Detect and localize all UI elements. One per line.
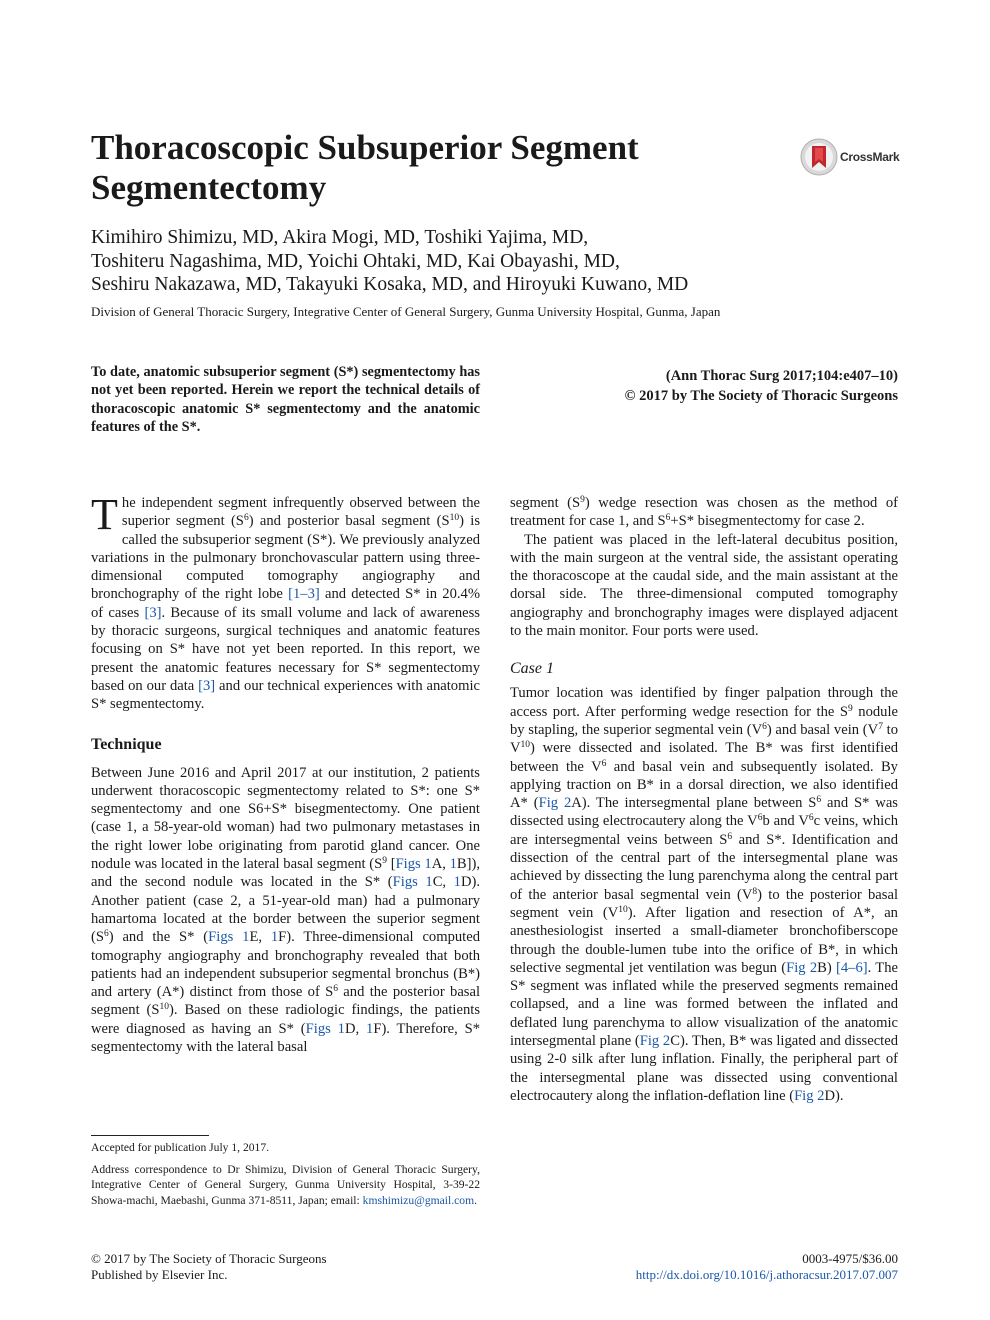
article-title: Thoracoscopic Subsuperior Segment Segmen…: [91, 128, 639, 207]
reference-link[interactable]: [4–6]: [836, 959, 868, 976]
figure-link[interactable]: Figs 1: [392, 874, 433, 891]
correspondence-note: Address correspondence to Dr Shimizu, Di…: [91, 1163, 480, 1207]
footer-publisher: Published by Elsevier Inc.: [91, 1266, 228, 1282]
figure-link[interactable]: 1: [453, 874, 461, 891]
figure-link[interactable]: Figs 1: [305, 1020, 345, 1037]
section-heading-case-1: Case 1: [510, 660, 554, 678]
figure-link[interactable]: Figs 1: [208, 929, 250, 946]
figure-link[interactable]: Figs 1: [395, 856, 432, 873]
crossmark-icon: [800, 138, 838, 176]
figure-link[interactable]: 1: [449, 856, 457, 873]
case-1-paragraph: Tumor location was identified by finger …: [510, 685, 899, 1104]
footer-left: © 2017 by The Society of Thoracic Surgeo…: [91, 1251, 327, 1282]
crossmark-label: CrossMark: [840, 150, 900, 164]
figure-link[interactable]: 1: [270, 929, 279, 946]
footer-copyright: © 2017 by The Society of Thoracic Surgeo…: [91, 1251, 327, 1266]
technique-paragraph: Between June 2016 and April 2017 at our …: [91, 764, 481, 1056]
author-line: Toshiteru Nagashima, MD, Yoichi Ohtaki, …: [91, 250, 620, 272]
email-link[interactable]: kmshimizu@gmail.com: [362, 1193, 475, 1207]
affiliation: Division of General Thoracic Surgery, In…: [91, 304, 721, 319]
body-column-right: segment (S9) wedge resection was chosen …: [510, 494, 898, 1105]
footer-right: 0003-4975/$36.00 http://dx.doi.org/10.10…: [560, 1251, 898, 1282]
copyright-line: © 2017 by The Society of Thoracic Surgeo…: [624, 388, 898, 404]
patient-position-paragraph: The patient was placed in the left-later…: [510, 531, 898, 640]
figure-link[interactable]: Fig 2: [639, 1033, 671, 1050]
reference-link[interactable]: [1–3]: [288, 586, 320, 603]
footer-price: 0003-4975/$36.00: [802, 1251, 898, 1266]
figure-link[interactable]: Fig 2: [538, 795, 572, 812]
author-list: Kimihiro Shimizu, MD, Akira Mogi, MD, To…: [91, 226, 891, 297]
figure-link[interactable]: Fig 2: [786, 959, 818, 976]
journal-citation: (Ann Thorac Surg 2017;104:e407–10): [665, 368, 898, 384]
citation-block: (Ann Thorac Surg 2017;104:e407–10) © 201…: [560, 366, 898, 406]
author-line: Kimihiro Shimizu, MD, Akira Mogi, MD, To…: [91, 227, 589, 248]
figure-link[interactable]: 1: [366, 1020, 374, 1037]
accepted-note: Accepted for publication July 1, 2017.: [91, 1141, 270, 1154]
drop-cap: T: [91, 490, 118, 539]
method-paragraph: segment (S9) wedge resection was chosen …: [510, 495, 898, 530]
doi-link[interactable]: http://dx.doi.org/10.1016/j.athoracsur.2…: [635, 1266, 898, 1282]
figure-link[interactable]: Fig 2: [794, 1087, 825, 1104]
footnote-divider: [91, 1135, 209, 1136]
crossmark-badge[interactable]: CrossMark: [800, 138, 910, 176]
section-heading-technique: Technique: [91, 735, 162, 753]
reference-link[interactable]: [3]: [198, 677, 216, 694]
reference-link[interactable]: [3]: [144, 604, 162, 621]
author-line: Seshiru Nakazawa, MD, Takayuki Kosaka, M…: [91, 274, 689, 295]
abstract: To date, anatomic subsuperior segment (S…: [91, 364, 480, 435]
